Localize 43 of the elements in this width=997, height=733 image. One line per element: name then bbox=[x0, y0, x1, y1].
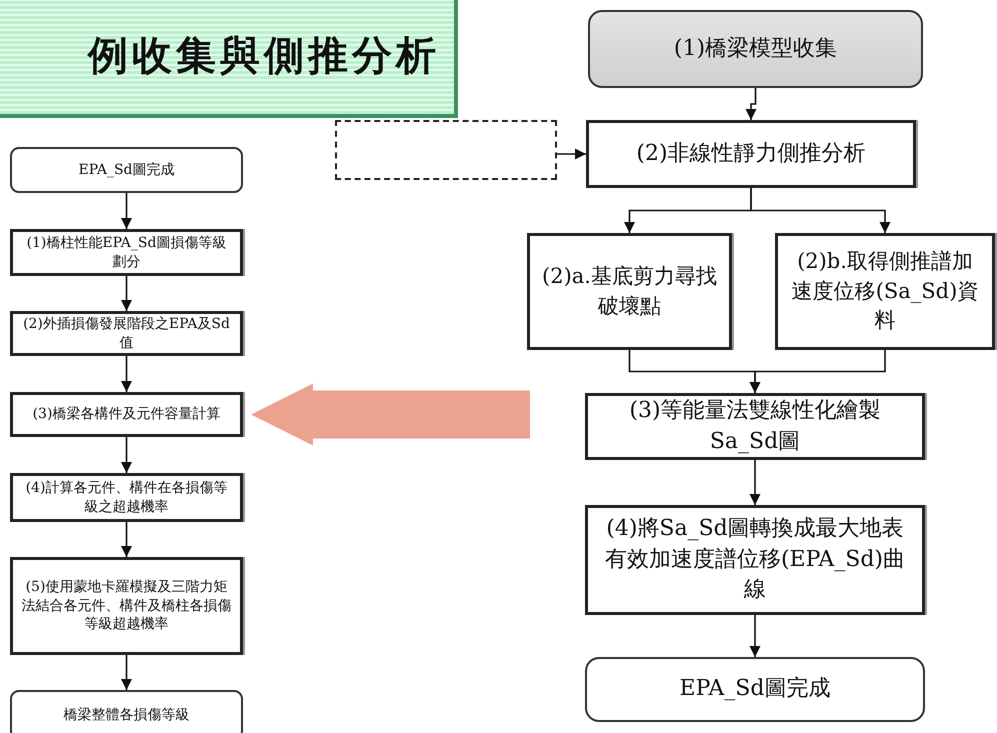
step-text: (1)橋柱性能EPA_Sd圖損傷等級劃分 bbox=[26, 234, 228, 272]
step-text: (1)橋梁模型收集 bbox=[674, 34, 838, 63]
step-text: (2)外插損傷發展階段之EPA及Sd值 bbox=[22, 314, 231, 352]
step-text: (5)使用蒙地卡羅模擬及三階力矩法結合各元件、構件及橋柱各損傷等級超越機率 bbox=[21, 578, 232, 634]
terminal-box bbox=[10, 147, 243, 193]
block-arrow bbox=[251, 384, 530, 446]
process-box bbox=[586, 120, 916, 188]
arrow bbox=[121, 522, 132, 557]
process-box bbox=[10, 311, 243, 356]
process-box bbox=[585, 393, 925, 460]
step-text: 橋梁整體各損傷等級 bbox=[64, 706, 190, 724]
step-text: (2)a.基底剪力尋找破壞點 bbox=[542, 263, 717, 320]
arrow bbox=[121, 356, 132, 392]
arrow bbox=[121, 276, 132, 311]
step-text: (3)橋梁各構件及元件容量計算 bbox=[32, 405, 220, 424]
step-text: (4)將Sa_Sd圖轉換成最大地表有效加速度譜位移(EPA_Sd)曲線 bbox=[604, 514, 906, 604]
terminal-box bbox=[585, 657, 925, 722]
arrow bbox=[750, 460, 760, 505]
arrow bbox=[750, 188, 890, 233]
arrow bbox=[557, 148, 586, 160]
process-box bbox=[585, 505, 925, 615]
step-text: (3)等能量法雙線性化繪製Sa_Sd圖 bbox=[628, 396, 882, 456]
title-text: 例收集與側推分析 bbox=[88, 30, 440, 80]
arrow bbox=[746, 88, 756, 120]
terminal-box bbox=[588, 10, 923, 88]
step-text: EPA_Sd圖完成 bbox=[78, 160, 175, 180]
arrow bbox=[121, 655, 132, 690]
dashed-box bbox=[335, 120, 557, 180]
step-text: (2)非線性靜力側推分析 bbox=[636, 140, 866, 168]
process-box bbox=[10, 229, 243, 276]
arrow bbox=[750, 350, 886, 393]
arrow bbox=[121, 437, 132, 473]
arrow bbox=[121, 193, 132, 229]
process-box bbox=[775, 233, 995, 350]
process-box bbox=[10, 557, 243, 655]
arrow bbox=[750, 615, 760, 657]
step-text: EPA_Sd圖完成 bbox=[680, 675, 830, 704]
process-box bbox=[527, 233, 732, 350]
terminal-box bbox=[10, 690, 243, 733]
process-box bbox=[10, 473, 243, 522]
step-text: (2)b.取得側推譜加速度位移(Sa_Sd)資料 bbox=[790, 248, 980, 334]
process-box bbox=[10, 392, 243, 437]
step-text: (4)計算各元件、構件在各損傷等級之超越機率 bbox=[24, 478, 228, 516]
